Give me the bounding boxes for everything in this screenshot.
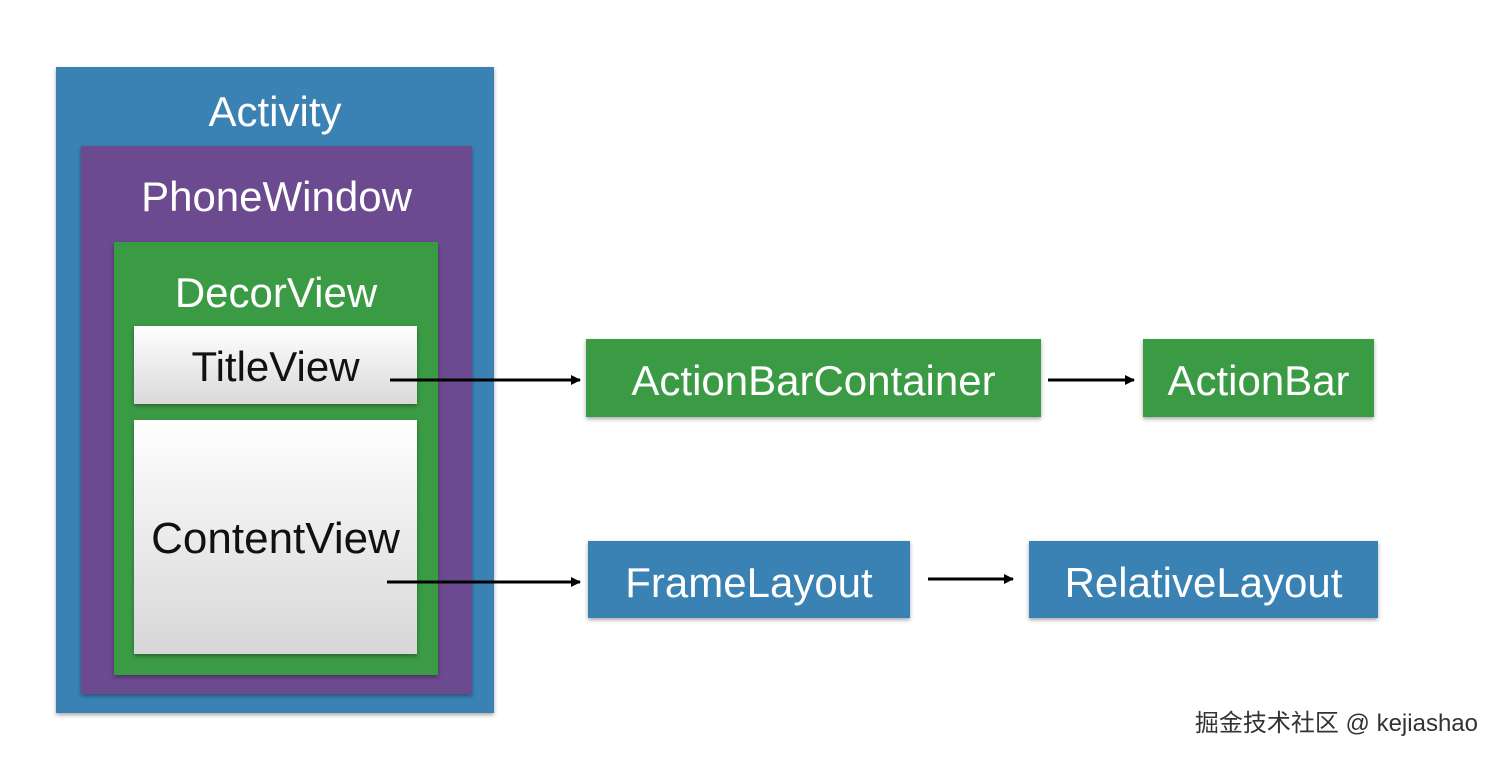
content-view-box: ContentView	[134, 420, 417, 654]
relative-layout-box: RelativeLayout	[1029, 541, 1378, 618]
phone-window-label: PhoneWindow	[141, 173, 412, 220]
frame-layout-label: FrameLayout	[625, 559, 873, 606]
action-bar-container-box: ActionBarContainer	[586, 339, 1041, 417]
frame-layout-box: FrameLayout	[588, 541, 910, 618]
title-view-box: TitleView	[134, 326, 417, 404]
action-bar-container-label: ActionBarContainer	[631, 357, 996, 404]
content-view-label: ContentView	[151, 514, 400, 563]
action-bar-label: ActionBar	[1167, 357, 1350, 404]
decor-view-label: DecorView	[174, 269, 378, 316]
relative-layout-label: RelativeLayout	[1064, 559, 1343, 606]
activity-label: Activity	[208, 88, 342, 135]
watermark-text: 掘金技术社区 @ kejiashao	[1194, 710, 1478, 737]
action-bar-box: ActionBar	[1143, 339, 1374, 417]
title-view-label: TitleView	[191, 343, 360, 390]
